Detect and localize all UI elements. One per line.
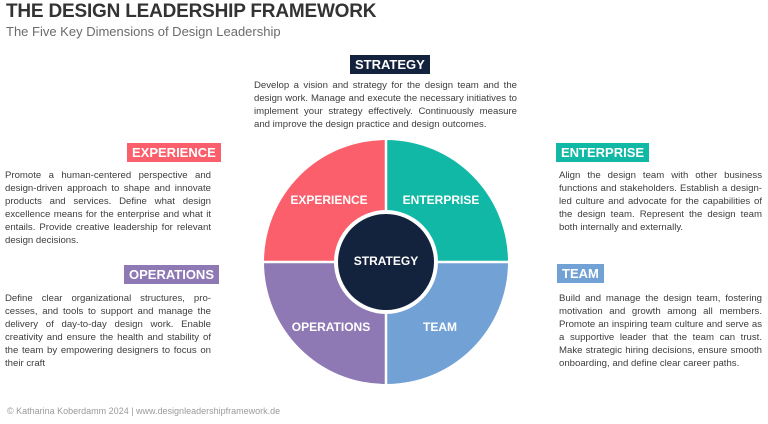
enterprise-description: Align the design team with other busines… bbox=[559, 170, 762, 233]
strategy-description: Develop a vision and strategy for the de… bbox=[254, 80, 517, 130]
wheel-label-operations: OPERATIONS bbox=[291, 320, 371, 334]
team-badge: TEAM bbox=[557, 264, 604, 283]
experience-description: Promote a human-centered perspective and… bbox=[5, 170, 211, 246]
footer-credit: © Katharina Koberdamm 2024 | www.designl… bbox=[7, 406, 281, 416]
operations-description: Define clear organizational structures, … bbox=[5, 293, 211, 369]
framework-wheel: EXPERIENCE ENTERPRISE OPERATIONS TEAM ST… bbox=[262, 138, 510, 386]
experience-badge: EXPERIENCE bbox=[127, 143, 221, 162]
team-description: Build and manage the design team, foster… bbox=[559, 293, 762, 369]
strategy-badge: STRATEGY bbox=[350, 55, 430, 74]
strategy-center bbox=[338, 214, 434, 310]
enterprise-badge: ENTERPRISE bbox=[556, 143, 650, 162]
wheel-label-strategy: STRATEGY bbox=[353, 254, 419, 268]
wheel-graphic bbox=[262, 138, 510, 386]
wheel-label-team: TEAM bbox=[423, 320, 457, 334]
page-subtitle: The Five Key Dimensions of Design Leader… bbox=[6, 24, 281, 39]
operations-badge: OPERATIONS bbox=[124, 265, 219, 284]
page-title: THE DESIGN LEADERSHIP FRAMEWORK bbox=[6, 1, 377, 22]
wheel-label-experience: EXPERIENCE bbox=[290, 193, 368, 207]
wheel-label-enterprise: ENTERPRISE bbox=[402, 193, 480, 207]
